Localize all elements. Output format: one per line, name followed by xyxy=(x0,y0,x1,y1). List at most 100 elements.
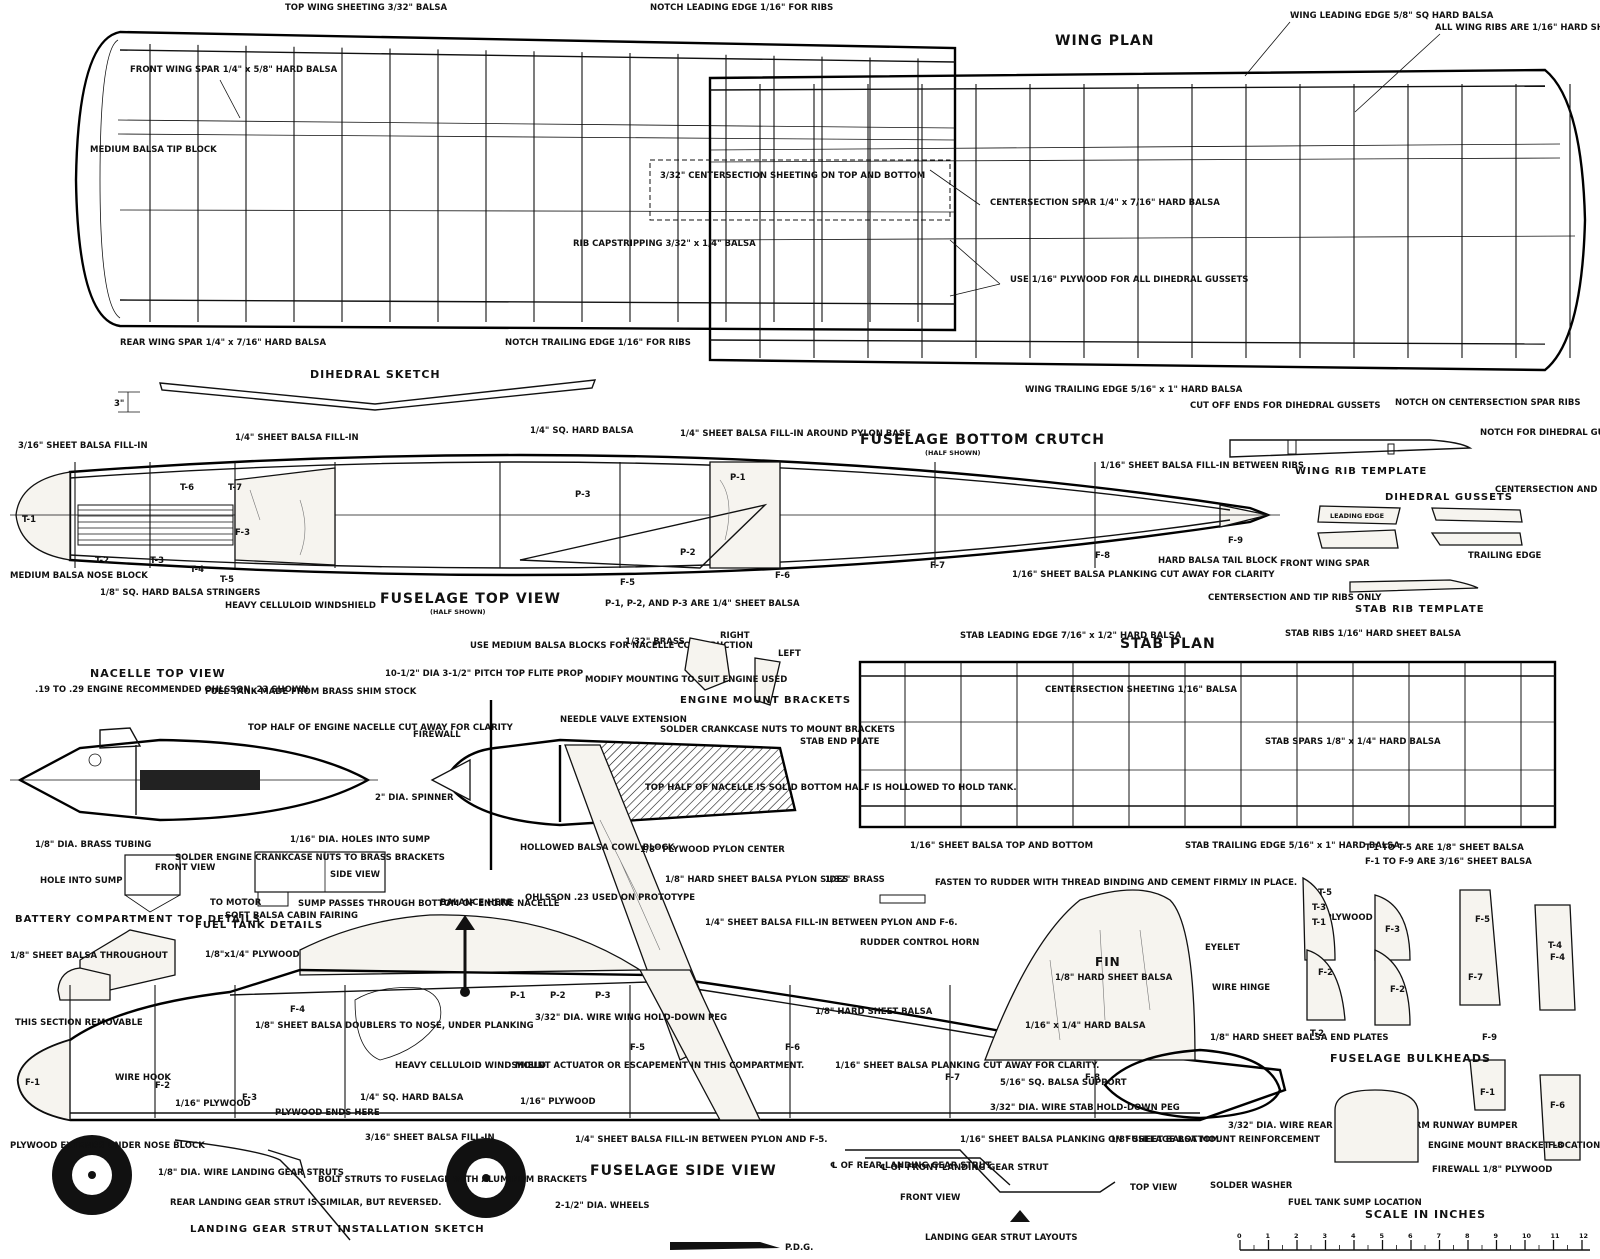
side-code-f3: F-3 xyxy=(242,1093,257,1103)
front-wing-spar-label: FRONT WING SPAR xyxy=(1280,559,1370,569)
side-nose-block xyxy=(17,1039,71,1121)
code-f6: F-6 xyxy=(775,571,790,581)
right-label: RIGHT xyxy=(720,631,750,641)
side-brass-label: 1/32" BRASS xyxy=(825,875,885,885)
wire-hook-label: WIRE HOOK xyxy=(115,1073,171,1083)
bh-f2: F-2 xyxy=(1318,968,1333,978)
tail-block xyxy=(1219,504,1269,528)
front-spar-label: FRONT WING SPAR 1/4" x 5/8" HARD BALSA xyxy=(130,65,338,75)
code-p1: P-1 xyxy=(730,473,746,483)
rear-strut-label: ℄ OF REAR LANDING GEAR STRUT xyxy=(830,1161,992,1171)
eyelet-label: EYELET xyxy=(1205,943,1240,953)
landing-gear: PLYWOOD EXTENDS UNDER NOSE BLOCK 1/8" DI… xyxy=(10,1135,1293,1253)
planking-cut-label: 1/16" SHEET BALSA PLANKING CUT AWAY FOR … xyxy=(1012,570,1275,580)
code-f3: F-3 xyxy=(235,528,250,538)
ply-116b-label: 1/16" PLYWOOD xyxy=(520,1097,596,1107)
fin-title: FIN xyxy=(1095,955,1121,969)
bh-f7: F-7 xyxy=(1468,973,1483,983)
scale-tick-label: 2 xyxy=(1294,1232,1299,1240)
crutch-outline xyxy=(68,453,1272,577)
sq-14-label: 1/4" SQ. HARD BALSA xyxy=(530,426,634,436)
actuator-label: MOUNT ACTUATOR OR ESCAPEMENT IN THIS COM… xyxy=(515,1061,804,1071)
cowl-block-label: HOLLOWED BALSA COWL BLOCK xyxy=(520,843,675,853)
wing-rib-template-title: WING RIB TEMPLATE xyxy=(1295,466,1427,477)
rudder-horn-label: RUDDER CONTROL HORN xyxy=(860,938,979,948)
code-f9: F-9 xyxy=(1228,536,1243,546)
firewall-bulkhead xyxy=(1334,1089,1419,1163)
side-windshield-label: HEAVY CELLULOID WINDSHIELD xyxy=(395,1061,546,1071)
notch-dihedral-label: NOTCH FOR DIHEDRAL GUSSETS xyxy=(1480,428,1600,438)
wire-hinge-label: WIRE HINGE xyxy=(1212,983,1270,993)
mount-bracket-loc-label: ENGINE MOUNT BRACKET LOCATION xyxy=(1428,1141,1600,1151)
scale-tick-label: 6 xyxy=(1408,1232,1413,1240)
tip-block-label: MEDIUM BALSA TIP BLOCK xyxy=(90,145,217,155)
code-t1: T-1 xyxy=(22,515,36,525)
side-code-p1: P-1 xyxy=(510,991,526,1001)
wing-ribs-label: ALL WING RIBS ARE 1/16" HARD SHEET BALSA xyxy=(1435,23,1600,33)
bh-f6: F-6 xyxy=(1550,1101,1565,1111)
hard-116x14-label: 1/16" x 1/4" HARD BALSA xyxy=(1025,1021,1146,1031)
end-plate-label: STAB END PLATE xyxy=(800,737,880,747)
trailing-edge-label: TRAILING EDGE xyxy=(1468,551,1542,561)
wing-plan-title: WING PLAN xyxy=(1055,33,1154,49)
wing-ribs-left xyxy=(149,44,919,322)
code-f7: F-7 xyxy=(930,561,945,571)
planking-away-label: 1/16" SHEET BALSA PLANKING CUT AWAY FOR … xyxy=(835,1061,1099,1071)
side-view-box-label: SIDE VIEW xyxy=(330,870,381,880)
capstrip-label: RIB CAPSTRIPPING 3/32" x 1/4" BALSA xyxy=(573,239,756,249)
scale-tick-label: 8 xyxy=(1465,1232,1470,1240)
medium-blocks-label: USE MEDIUM BALSA BLOCKS FOR NACELLE CONS… xyxy=(470,641,753,651)
nacelle-side xyxy=(443,738,797,827)
side-code-f8: F-8 xyxy=(1085,1073,1100,1083)
top-view-half: (HALF SHOWN) xyxy=(430,608,486,616)
nacelle-top-title: NACELLE TOP VIEW xyxy=(90,667,226,680)
cabin-fairing xyxy=(299,914,643,976)
side-code-f4: F-4 xyxy=(290,1005,305,1015)
bh-t3: T-3 xyxy=(1312,903,1326,913)
side-code-p2: P-2 xyxy=(550,991,566,1001)
cut-off-ends: CUT OFF ENDS FOR DIHEDRAL GUSSETS xyxy=(1190,401,1380,411)
crutch-title: FUSELAGE BOTTOM CRUTCH xyxy=(860,432,1105,448)
stab-le-label: STAB LEADING EDGE 7/16" x 1/2" HARD BALS… xyxy=(960,631,1182,641)
wheels-label: 2-1/2" DIA. WHEELS xyxy=(555,1201,650,1211)
hole-sump-label: HOLE INTO SUMP xyxy=(40,876,123,886)
scale-tick-label: 5 xyxy=(1380,1232,1385,1240)
side-code-f5: F-5 xyxy=(630,1043,645,1053)
ohlsson-label: OHLSSON .23 USED ON PROTOTYPE xyxy=(525,893,695,903)
fill-316-label: 3/16" SHEET BALSA FILL-IN xyxy=(18,441,148,451)
cs-rear-spars-label: CENTERSECTION AND REAR WING SPARS xyxy=(1495,485,1600,495)
fill-14-label: 1/4" SHEET BALSA FILL-IN xyxy=(235,433,359,443)
bolt-struts-label: BOLT STRUTS TO FUSELAGE WITH ALUMINUM BR… xyxy=(318,1175,587,1185)
front-view-box-label: FRONT VIEW xyxy=(155,863,216,873)
wing-le-label: WING LEADING EDGE 5/8" SQ HARD BALSA xyxy=(1290,11,1494,21)
fuel-tank-label: FUEL TANK MADE FROM BRASS SHIM STOCK xyxy=(205,687,417,697)
hold-down-label: 3/32" DIA. WIRE WING HOLD-DOWN PEG xyxy=(535,1013,727,1023)
solder-crankcase-label: SOLDER CRANKCASE NUTS TO MOUNT BRACKETS xyxy=(660,725,895,735)
stab-ribs xyxy=(904,662,1522,827)
bh-f4: F-4 xyxy=(1550,953,1565,963)
cs-sheeting-label: 3/32" CENTERSECTION SHEETING ON TOP AND … xyxy=(660,171,925,181)
stab-peg-label: 3/32" DIA. WIRE STAB HOLD-DOWN PEG xyxy=(990,1103,1180,1113)
scale-tick-label: 3 xyxy=(1323,1232,1328,1240)
stab-rib-template-title: STAB RIB TEMPLATE xyxy=(1355,604,1485,615)
brass-132-label: 1/32" BRASS xyxy=(625,637,685,647)
side-view-title: FUSELAGE SIDE VIEW xyxy=(590,1163,777,1179)
dihedral-dim: 3" xyxy=(114,399,124,409)
scale-tick-label: 4 xyxy=(1351,1232,1356,1240)
fuselage-top-view: 3/16" SHEET BALSA FILL-IN 1/4" SHEET BAL… xyxy=(10,426,1304,616)
solder-washer-label: SOLDER WASHER xyxy=(1210,1181,1293,1191)
bulkheads-title: FUSELAGE BULKHEADS xyxy=(1330,1052,1491,1065)
ply-18-label: 1/8" PLYWOOD xyxy=(1303,913,1373,923)
spinner-label: 2" DIA. SPINNER xyxy=(375,793,454,803)
windshield-area xyxy=(234,467,336,566)
scale-tick-label: 0 xyxy=(1237,1232,1242,1240)
ply-116-label: 1/16" PLYWOOD xyxy=(175,1099,251,1109)
prop-label: 10-1/2" DIA 3-1/2" PITCH TOP FLITE PROP xyxy=(385,669,583,679)
cs-spar-label: CENTERSECTION SPAR 1/4" x 7/16" HARD BAL… xyxy=(990,198,1220,208)
stab-section xyxy=(1103,1048,1282,1120)
holes-sump-label: 1/16" DIA. HOLES INTO SUMP xyxy=(290,835,430,845)
plywood-gussets-label: USE 1/16" PLYWOOD FOR ALL DIHEDRAL GUSSE… xyxy=(1010,275,1248,285)
modify-mount-label: MODIFY MOUNTING TO SUIT ENGINE USED xyxy=(585,675,787,685)
